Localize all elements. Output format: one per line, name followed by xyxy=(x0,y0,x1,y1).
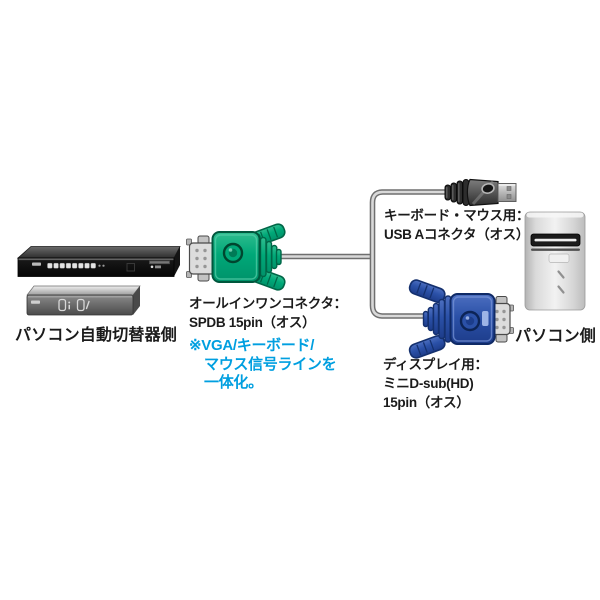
allinone-connector-label: オールインワンコネクタ： SPDB 15pin（オス） xyxy=(189,294,347,332)
allinone-note-line2: マウス信号ラインを xyxy=(204,355,337,373)
allinone-note-line1: ※VGA/キーボード/ xyxy=(189,337,315,354)
usb-connector-label: キーボード・マウス用： USB Aコネクタ（オス） xyxy=(384,206,530,244)
kvm-port-buttons xyxy=(47,263,96,269)
display-label-line3: 15pin（オス） xyxy=(383,395,470,410)
switch-side-label: パソコン自動切替器側 xyxy=(15,327,178,344)
usb-label-line2: USB Aコネクタ（オス） xyxy=(384,227,530,242)
pc-tower-icon xyxy=(524,211,586,311)
blue-vga-connector-icon xyxy=(408,279,514,359)
allinone-note: ※VGA/キーボード/ マウス信号ラインを 一体化。 xyxy=(189,337,337,393)
display-connector-label: ディスプレイ用： ミニD-sub(HD) 15pin（オス） xyxy=(383,355,488,412)
pc-side-label: パソコン側 xyxy=(515,328,597,345)
allinone-label-line2: SPDB 15pin（オス） xyxy=(189,315,316,330)
display-label-line1: ディスプレイ用： xyxy=(383,357,488,372)
usb-a-connector-icon xyxy=(444,178,517,207)
green-vga-connector-icon xyxy=(186,223,286,291)
console-box-device-icon xyxy=(26,285,141,316)
allinone-label-line1: オールインワンコネクタ： xyxy=(189,296,347,311)
usb-label-line1: キーボード・マウス用： xyxy=(384,208,530,223)
cable xyxy=(274,189,452,319)
kvm-switch-device-icon xyxy=(16,246,181,277)
display-label-line2: ミニD-sub(HD) xyxy=(383,376,474,391)
allinone-note-line3: 一体化。 xyxy=(204,374,263,391)
